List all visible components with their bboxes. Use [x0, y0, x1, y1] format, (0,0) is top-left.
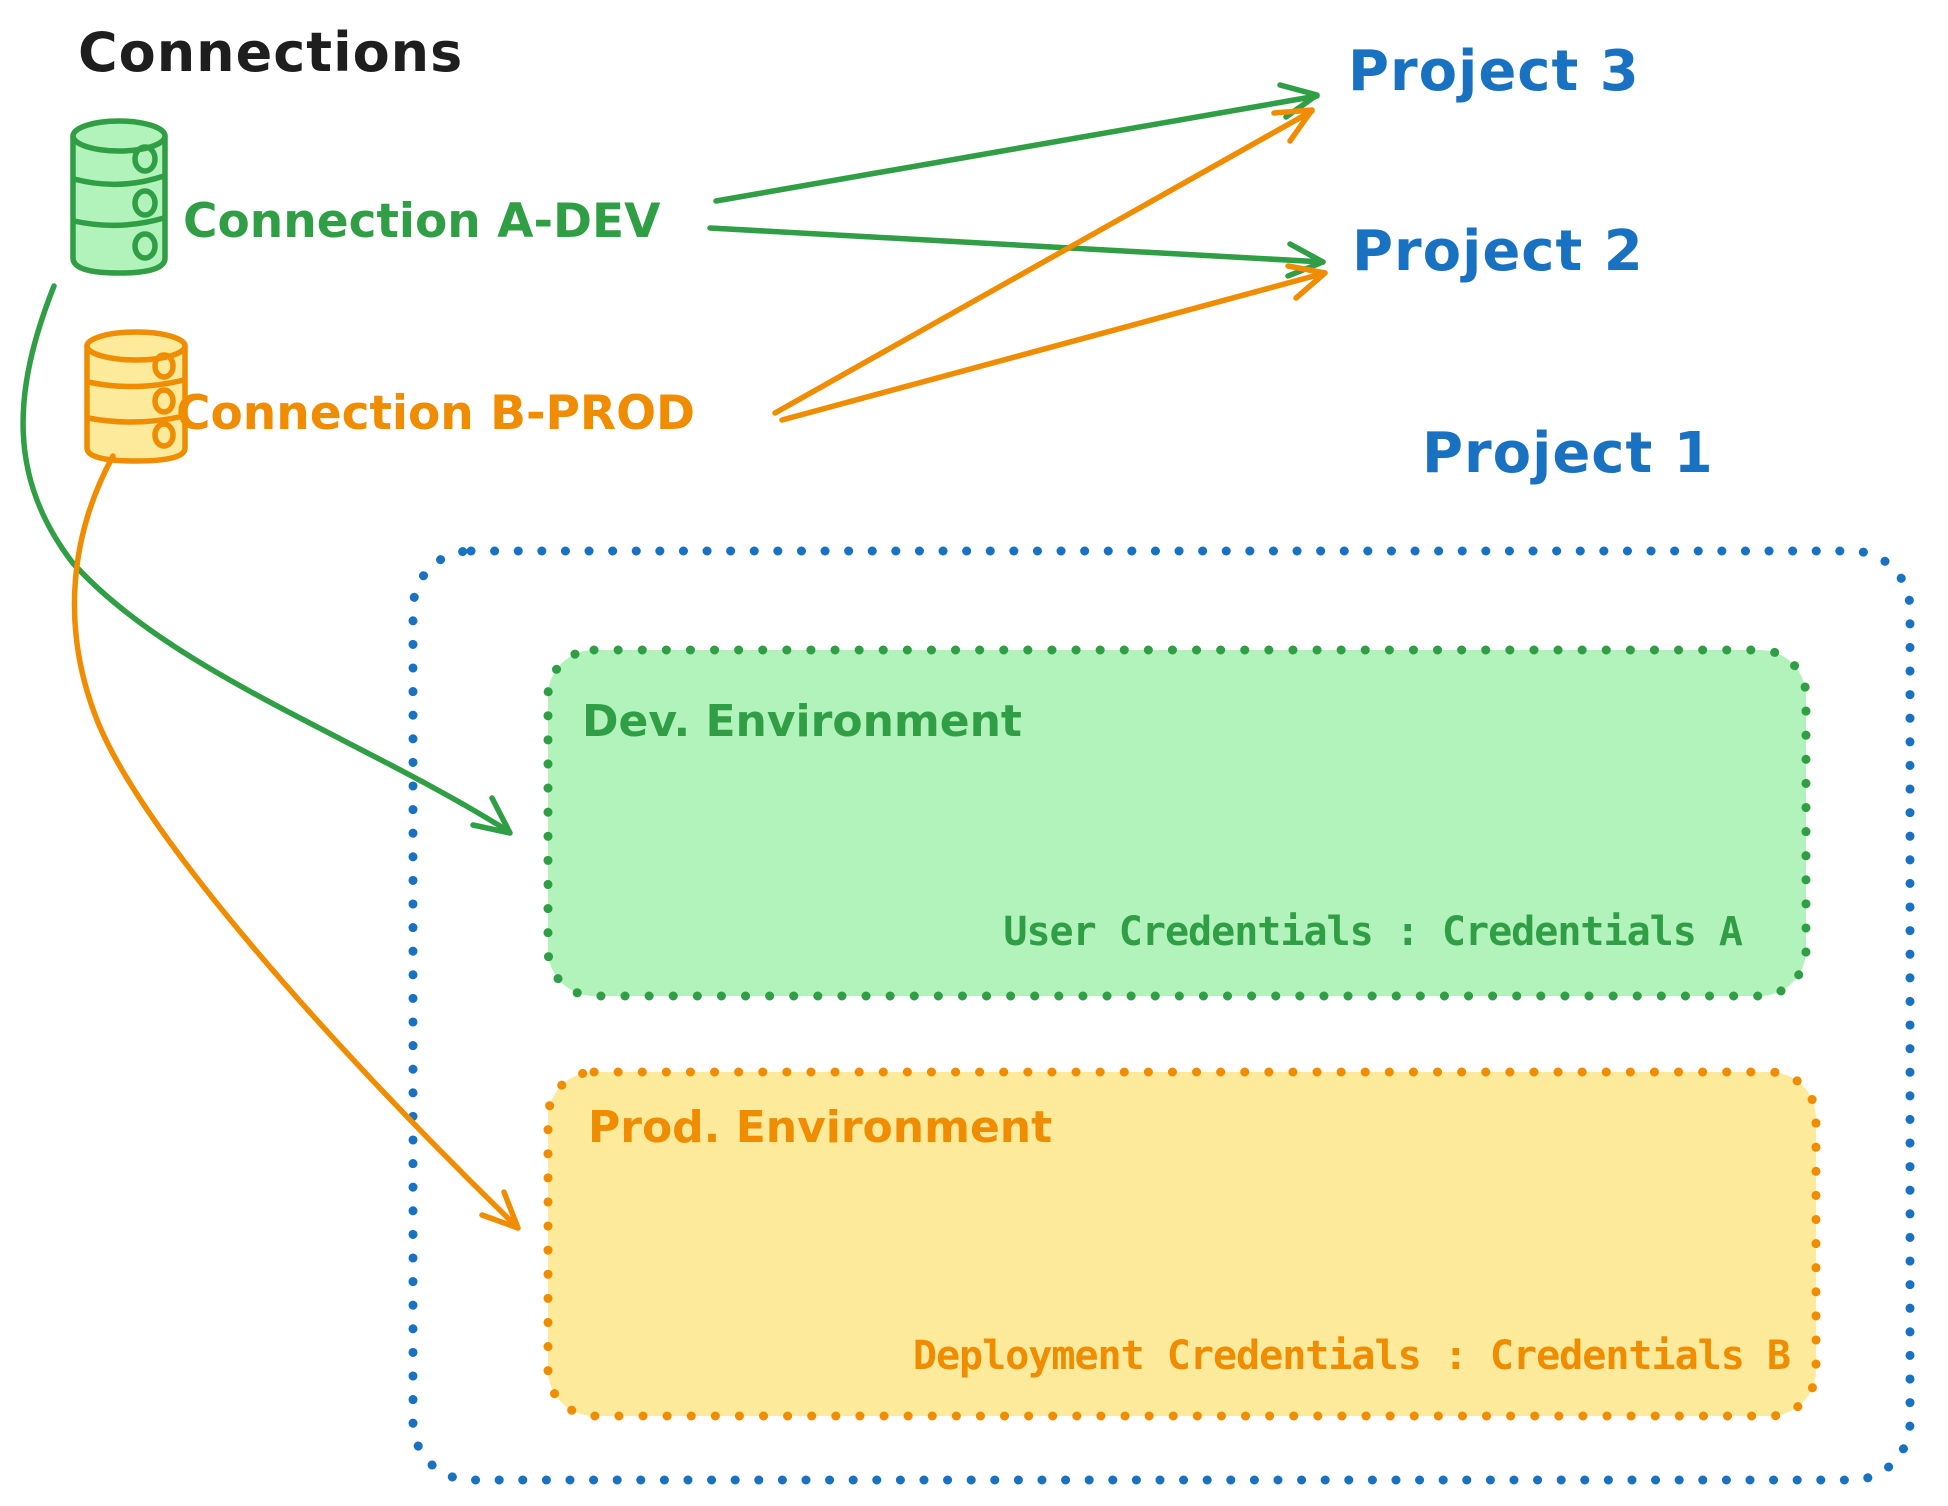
prod-environment-title: Prod. Environment [588, 1102, 1053, 1153]
project-1-container-box [408, 546, 1915, 1485]
arrow-b-prod-to-prod-environment [71, 453, 521, 1231]
diagram-title: Connections [78, 21, 464, 84]
arrow-a-dev-to-dev-environment [20, 283, 513, 836]
connection-a-dev-label: Connection A-DEV [183, 194, 661, 249]
project-1-label: Project 1 [1422, 421, 1714, 486]
dev-environment-credentials: User Credentials : Credentials A [1003, 909, 1743, 955]
arrow-a-dev-to-project-2 [707, 225, 1326, 279]
database-icon [70, 118, 168, 276]
project-2-label: Project 2 [1352, 219, 1644, 284]
prod-environment-credentials: Deployment Credentials : Credentials B [912, 1333, 1791, 1379]
arrow-a-dev-to-project-3 [713, 82, 1320, 204]
prod-environment-box [543, 1067, 1821, 1421]
project-3-label: Project 3 [1348, 39, 1640, 104]
database-icon [84, 329, 188, 464]
dev-environment-box [543, 645, 1811, 1001]
arrow-b-prod-to-project-2 [779, 263, 1328, 423]
arrow-b-prod-to-project-3 [772, 107, 1315, 416]
dev-environment-title: Dev. Environment [582, 696, 1022, 747]
connection-b-prod-label: Connection B-PROD [176, 386, 696, 441]
